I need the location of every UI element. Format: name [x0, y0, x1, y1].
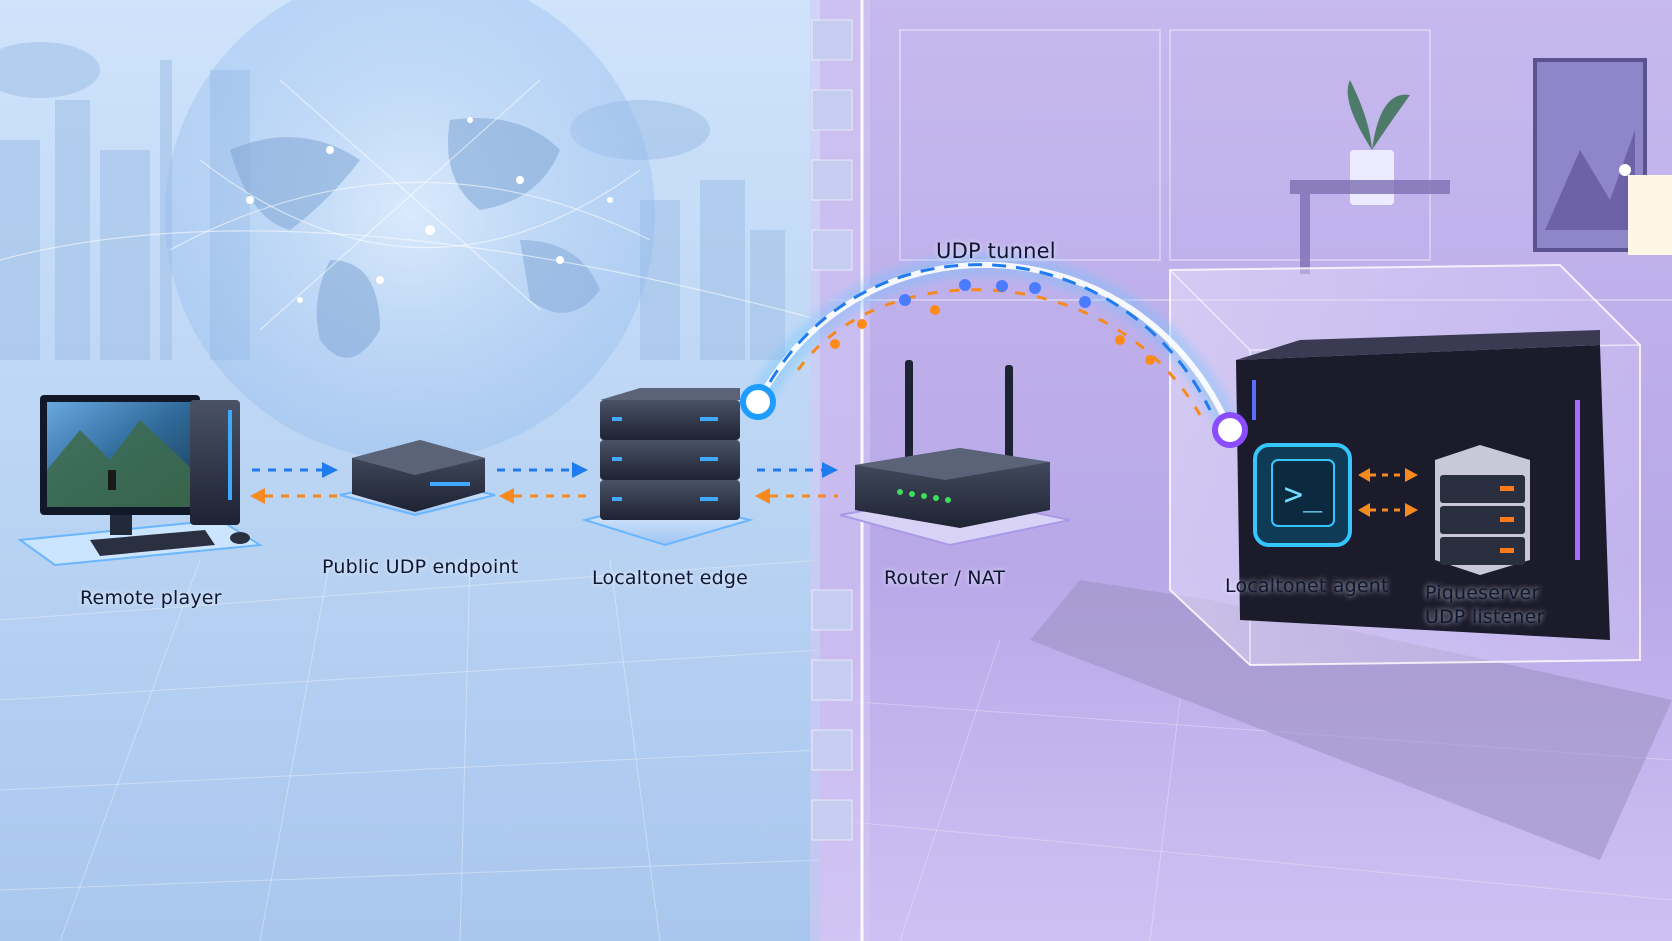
localtonet-edge-server	[581, 388, 754, 547]
response-flow-arrows	[250, 488, 838, 504]
shelf-decoration	[1290, 180, 1450, 274]
public-udp-endpoint-label: Public UDP endpoint	[322, 556, 519, 578]
rug	[1030, 580, 1672, 860]
router-device	[839, 360, 1071, 547]
terminal-prompt-icon: >_	[1284, 475, 1323, 513]
keyboard	[90, 530, 215, 556]
tunnel-endpoint-agent	[1212, 412, 1248, 448]
remote-player-computer	[17, 395, 264, 567]
public-udp-endpoint-device	[339, 440, 496, 517]
localtonet-agent-label: Localtonet agent	[1225, 575, 1389, 597]
pc-tower	[190, 400, 240, 525]
remote-player-label: Remote player	[80, 587, 222, 609]
picture-frame	[1533, 58, 1647, 252]
udp-tunnel-arc	[740, 252, 1248, 448]
localtonet-agent-device	[1253, 443, 1352, 547]
piqueserver-device	[1435, 445, 1530, 575]
udp-tunnel-label: UDP tunnel	[936, 239, 1056, 263]
request-flow-arrows	[252, 462, 838, 478]
piqueserver-label-line1: Piqueserver	[1425, 582, 1540, 604]
lamp-decoration	[1619, 164, 1672, 255]
globe-illustration	[0, 0, 821, 460]
left-floor-grid	[0, 559, 821, 941]
agent-server-arrows	[1358, 468, 1418, 517]
piqueserver-label-line2: UDP listener	[1425, 606, 1545, 628]
home-server-enclosure	[1169, 263, 1641, 667]
tunnel-endpoint-edge	[740, 384, 776, 420]
router-status-leds	[897, 489, 951, 503]
router-nat-label: Router / NAT	[884, 567, 1006, 589]
localtonet-edge-label: Localtonet edge	[592, 567, 749, 589]
mouse	[230, 532, 250, 544]
